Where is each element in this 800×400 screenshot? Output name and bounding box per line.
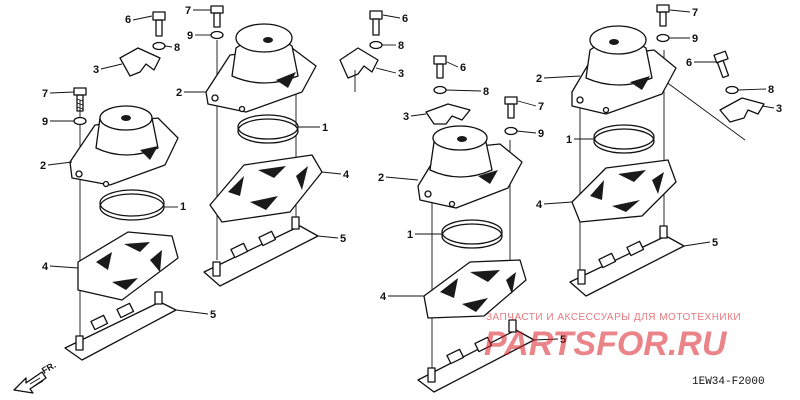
- flange-bolt-6: [369, 10, 383, 36]
- engine-mount-group-c: 6 8 3 7 9 2 1 4 5: [378, 55, 566, 393]
- shim-plate-3: [425, 103, 471, 125]
- callout-9-c: 9: [538, 128, 544, 140]
- washer-9: [656, 33, 670, 43]
- engine-mount-group-b: 7 9 2 1 4 5 6 8 3: [176, 5, 408, 287]
- callout-8-b: 8: [398, 40, 404, 52]
- flange-bolt-6: [713, 50, 730, 79]
- mount-plate-4: [423, 259, 527, 319]
- frame-bracket-5: [417, 319, 535, 393]
- cushion-disc-1: [99, 189, 165, 221]
- engine-mount-group-d: 7 9 2 6 8 3 1 4 5: [536, 4, 782, 297]
- front-direction-indicator: FR.: [13, 360, 58, 394]
- callout-6-c: 6: [460, 62, 466, 74]
- frame-bracket-5: [64, 291, 177, 361]
- callout-7-a: 7: [42, 88, 48, 100]
- cushion-disc-1: [441, 219, 503, 249]
- callout-4-c: 4: [380, 291, 387, 303]
- callout-9-d: 9: [692, 33, 698, 45]
- watermark-tagline: ЗАПЧАСТИ И АКСЕССУАРЫ ДЛЯ МОТОТЕХНИКИ: [486, 312, 741, 323]
- front-direction-label: FR.: [40, 360, 58, 376]
- callout-9-b: 9: [187, 30, 193, 42]
- callout-1-d: 1: [566, 134, 572, 146]
- shim-plate-3: [719, 97, 765, 123]
- cushion-disc-1: [593, 124, 655, 154]
- engine-mount-rubber-2: [205, 23, 317, 113]
- callout-5-c: 5: [560, 334, 566, 346]
- flange-bolt-7: [210, 5, 224, 28]
- callout-6-a: 6: [125, 14, 131, 26]
- callout-2-b: 2: [176, 87, 182, 99]
- flange-bolt-6: [433, 55, 447, 79]
- callout-8-c: 8: [483, 86, 489, 98]
- callout-8-a: 8: [174, 42, 180, 54]
- callout-7-d: 7: [692, 7, 698, 19]
- engine-mount-rubber-2: [69, 105, 179, 188]
- callout-2-a: 2: [40, 160, 46, 172]
- drawing-code: 1EW34-F2000: [692, 376, 765, 388]
- engine-mount-rubber-2: [417, 125, 523, 209]
- washer-9: [73, 116, 87, 126]
- callout-5-b: 5: [340, 233, 346, 245]
- mount-plate-4: [209, 154, 323, 223]
- washer-8: [433, 85, 447, 95]
- watermark: ЗАПЧАСТИ И АКСЕССУАРЫ ДЛЯ МОТОТЕХНИКИ PA…: [484, 312, 741, 363]
- callout-3-d: 3: [776, 103, 782, 115]
- callout-1-a: 1: [180, 201, 186, 213]
- flange-bolt-6: [152, 11, 166, 37]
- shim-plate-3: [339, 47, 379, 79]
- frame-bracket-5: [203, 216, 319, 287]
- callout-4-b: 4: [343, 169, 350, 181]
- watermark-brand: PARTSFOR.RU: [484, 325, 728, 363]
- shim-plate-3: [119, 47, 161, 77]
- callout-2-d: 2: [536, 73, 542, 85]
- callout-6-d: 6: [686, 57, 692, 69]
- frame-bracket-5: [569, 225, 685, 297]
- callout-4-d: 4: [536, 199, 543, 211]
- callout-9-a: 9: [42, 116, 48, 128]
- front-arrow-icon: [13, 371, 47, 394]
- callout-6-b: 6: [402, 13, 408, 25]
- flange-bolt-7: [504, 96, 518, 119]
- washer-9: [504, 126, 518, 136]
- washer-8: [152, 41, 166, 51]
- cushion-disc-1: [237, 114, 299, 144]
- flange-bolt-7: [73, 87, 87, 112]
- callout-5-d: 5: [712, 237, 718, 249]
- callout-4-a: 4: [42, 261, 49, 273]
- mount-plate-4: [571, 159, 677, 223]
- callout-8-d: 8: [768, 84, 774, 96]
- engine-mount-rubber-2: [571, 25, 677, 115]
- callout-7-c: 7: [538, 101, 544, 113]
- callout-5-a: 5: [210, 309, 216, 321]
- washer-9: [210, 30, 224, 40]
- flange-bolt-7: [656, 4, 670, 27]
- callout-3-b: 3: [398, 68, 404, 80]
- mount-plate-4: [77, 231, 179, 301]
- callout-3-a: 3: [93, 64, 99, 76]
- callout-2-c: 2: [378, 172, 384, 184]
- callout-1-b: 1: [322, 122, 328, 134]
- washer-8: [725, 85, 739, 95]
- callout-7-b: 7: [185, 5, 191, 17]
- callout-1-c: 1: [407, 229, 413, 241]
- callout-3-c: 3: [403, 111, 409, 123]
- engine-mount-group-a: 6 8 3 7 9 2 1 4 5: [40, 11, 216, 361]
- washer-8: [369, 40, 383, 50]
